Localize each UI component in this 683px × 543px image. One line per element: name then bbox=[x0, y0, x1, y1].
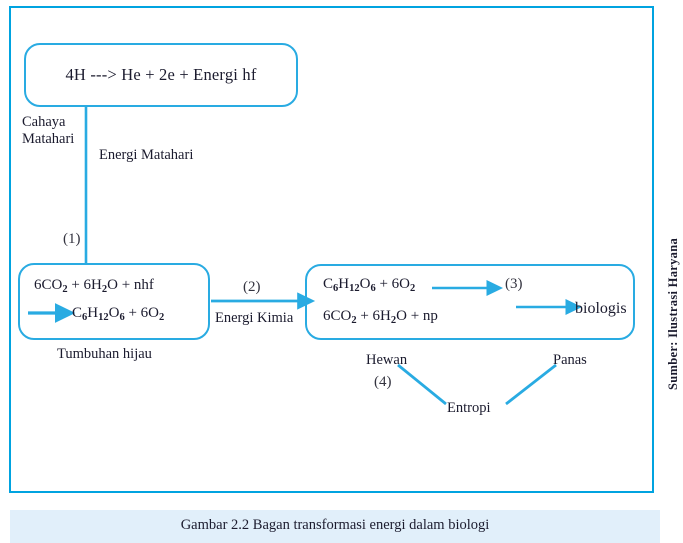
hewan-label: Hewan bbox=[366, 352, 408, 368]
figure-caption: Gambar 2.2 Bagan transformasi energi dal… bbox=[180, 517, 490, 533]
cahaya-matahari-label: Cahaya Matahari bbox=[22, 114, 74, 147]
source-credit: Sumber: Ilustrasi Haryana bbox=[666, 238, 680, 390]
step-3-label: (3) bbox=[505, 276, 523, 292]
panas-label: Panas bbox=[553, 352, 587, 368]
step-1-label: (1) bbox=[63, 231, 81, 247]
step-2-label: (2) bbox=[243, 279, 261, 295]
caption-band: Gambar 2.2 Bagan transformasi energi dal… bbox=[10, 510, 660, 543]
figure-frame bbox=[9, 6, 654, 493]
energi-matahari-label: Energi Matahari bbox=[99, 147, 194, 163]
respiration-equation-line2: 6CO2 + 6H2O + np bbox=[323, 308, 438, 326]
fusion-reaction-box[interactable]: 4H ---> He + 2e + Energi hf bbox=[24, 43, 298, 107]
respiration-box[interactable]: C6H12O6 + 6O2 6CO2 + 6H2O + np (3) biolo… bbox=[305, 264, 635, 340]
cahaya-matahari-line2: Matahari bbox=[22, 130, 75, 147]
entropi-label: Entropi bbox=[447, 400, 491, 416]
energi-kimia-label: Energi Kimia bbox=[215, 310, 294, 326]
tumbuhan-hijau-label: Tumbuhan hijau bbox=[57, 346, 152, 362]
respiration-equation-line1: C6H12O6 + 6O2 bbox=[323, 276, 416, 294]
fusion-equation: 4H ---> He + 2e + Energi hf bbox=[65, 65, 257, 84]
photosynthesis-box[interactable]: 6CO2 + 6H2O + nhf C6H12O6 + 6O2 bbox=[18, 263, 210, 340]
cahaya-matahari-line1: Cahaya bbox=[22, 114, 66, 130]
photosynthesis-equation-line1: 6CO2 + 6H2O + nhf bbox=[34, 277, 154, 295]
step-4-label: (4) bbox=[374, 374, 392, 390]
biologis-label: biologis bbox=[575, 300, 627, 317]
photosynthesis-equation-line2: C6H12O6 + 6O2 bbox=[72, 305, 165, 323]
